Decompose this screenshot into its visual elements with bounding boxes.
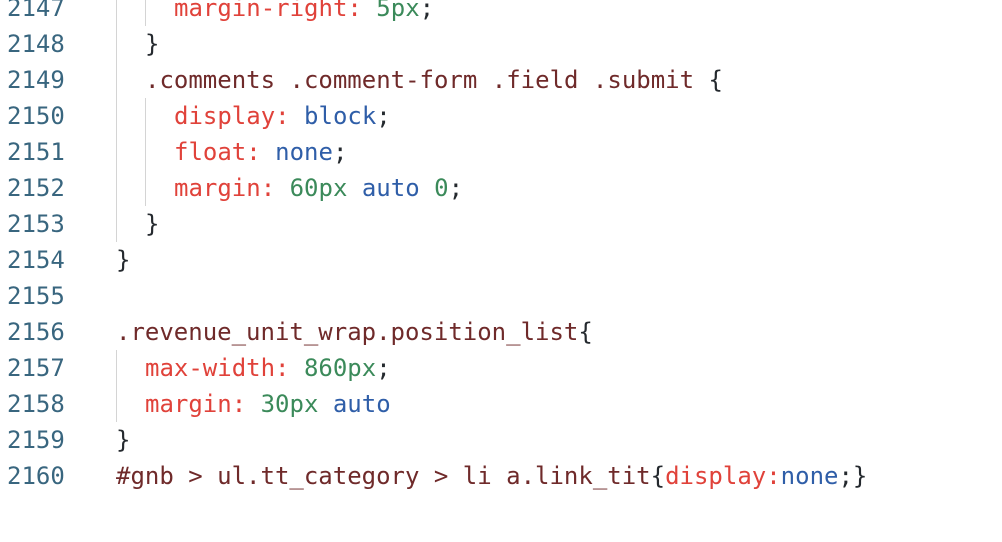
code-text: }: [116, 242, 130, 278]
css-value: none: [260, 138, 333, 166]
line-number: 2159: [7, 426, 65, 454]
line-number: 2153: [7, 210, 65, 238]
indent-guide: [116, 0, 117, 26]
line-number: 2157: [7, 354, 65, 382]
code-text: float: none;: [174, 134, 347, 170]
indent-guide: [116, 62, 117, 98]
line-number: 2156: [7, 318, 65, 346]
indent-guide: [116, 26, 117, 62]
css-value: 5px: [361, 0, 420, 22]
punctuation: ;: [332, 138, 348, 166]
indent-guide: [145, 134, 146, 170]
line-number: 2154: [7, 246, 65, 274]
css-property: margin:: [174, 174, 276, 202]
closing-brace: }: [145, 30, 160, 58]
css-value: auto: [347, 174, 420, 202]
code-line: 2148 }: [0, 26, 1002, 62]
css-property: float:: [174, 138, 261, 166]
indent-guide: [116, 98, 117, 134]
css-value: 60px: [275, 174, 348, 202]
opening-brace: {: [650, 462, 666, 490]
line-number: 2149: [7, 66, 65, 94]
line-number: 2158: [7, 390, 65, 418]
code-line: 2147 margin-right: 5px;: [0, 0, 1002, 26]
css-selector: #gnb > ul.tt_category > li a.link_tit: [116, 462, 651, 490]
line-number: 2152: [7, 174, 65, 202]
code-line: 2155: [0, 278, 1002, 314]
code-line: 2157 max-width: 860px;: [0, 350, 1002, 386]
code-text: margin: 30px auto: [145, 386, 391, 422]
css-property: display:: [665, 462, 781, 490]
indent-guide: [116, 170, 117, 206]
code-lines: 2147 margin-right: 5px; 2148 } 2149 .com…: [0, 0, 1002, 494]
css-property: max-width:: [145, 354, 290, 382]
indent-guide: [116, 386, 117, 422]
closing-brace: }: [116, 246, 131, 274]
code-line: 2153 }: [0, 206, 1002, 242]
closing-brace: ;}: [838, 462, 868, 490]
indent-guide: [145, 0, 146, 26]
punctuation: ;: [376, 102, 391, 130]
code-text: }: [116, 422, 130, 458]
css-selector: .comments .comment-form .field .submit: [145, 66, 695, 94]
indent-guide: [145, 170, 146, 206]
code-line: 2156 .revenue_unit_wrap.position_list{: [0, 314, 1002, 350]
line-number: 2147: [7, 0, 65, 22]
css-value: none: [780, 462, 839, 490]
line-number: 2160: [7, 462, 65, 490]
indent-guide: [116, 350, 117, 386]
css-value: 860px: [289, 354, 377, 382]
code-text: margin-right: 5px;: [174, 0, 434, 26]
indent-guide: [116, 206, 117, 242]
css-property: margin:: [145, 390, 247, 418]
code-line: 2152 margin: 60px auto 0;: [0, 170, 1002, 206]
opening-brace: {: [578, 318, 593, 346]
code-line: 2154 }: [0, 242, 1002, 278]
closing-brace: }: [116, 426, 131, 454]
line-number: 2151: [7, 138, 65, 166]
code-text: margin: 60px auto 0;: [174, 170, 463, 206]
code-line: 2159 }: [0, 422, 1002, 458]
line-number: 2148: [7, 30, 65, 58]
code-text: max-width: 860px;: [145, 350, 391, 386]
code-line: 2158 margin: 30px auto: [0, 386, 1002, 422]
opening-brace: {: [694, 66, 723, 94]
css-value: auto: [318, 390, 391, 418]
css-value: 30px: [246, 390, 319, 418]
line-number: 2150: [7, 102, 65, 130]
code-text: .comments .comment-form .field .submit {: [145, 62, 723, 98]
code-text: display: block;: [174, 98, 391, 134]
punctuation: ;: [376, 354, 391, 382]
punctuation: ;: [448, 174, 464, 202]
code-text: }: [145, 26, 159, 62]
code-text: #gnb > ul.tt_category > li a.link_tit{di…: [116, 458, 867, 494]
closing-brace: }: [145, 210, 160, 238]
punctuation: ;: [419, 0, 435, 22]
css-property: margin-right:: [174, 0, 362, 22]
code-line: 2160 #gnb > ul.tt_category > li a.link_t…: [0, 458, 1002, 494]
indent-guide: [116, 134, 117, 170]
code-line: 2150 display: block;: [0, 98, 1002, 134]
code-line: 2151 float: none;: [0, 134, 1002, 170]
css-property: display:: [174, 102, 290, 130]
code-text: }: [145, 206, 159, 242]
css-selector: .revenue_unit_wrap.position_list: [116, 318, 579, 346]
indent-guide: [145, 98, 146, 134]
code-line: 2149 .comments .comment-form .field .sub…: [0, 62, 1002, 98]
css-value: 0: [419, 174, 449, 202]
line-number: 2155: [7, 282, 65, 310]
css-value: block: [289, 102, 377, 130]
code-text: .revenue_unit_wrap.position_list{: [116, 314, 593, 350]
